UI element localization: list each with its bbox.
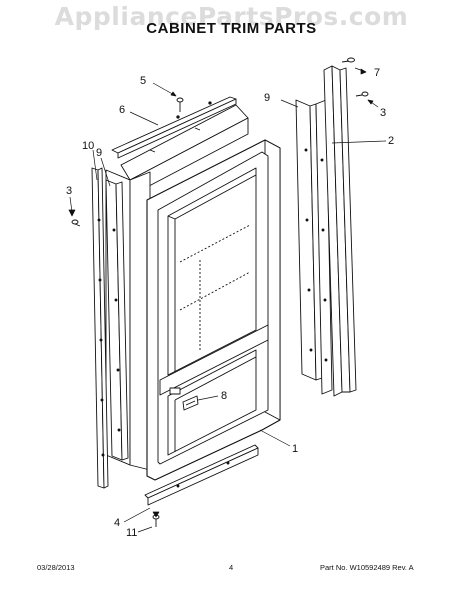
callout-3-right: 3 [380,107,386,119]
diagram-title: CABINET TRIM PARTS [146,20,317,37]
callout-6: 6 [119,104,125,116]
footer-page-number: 4 [229,563,234,572]
left-trim-part-9 [105,179,129,461]
callout-9-left: 9 [96,147,102,159]
right-trim-part-2-inner [315,99,333,395]
screw-part-3-right [355,91,369,97]
footer-part-number: Part No. W10592489 Rev. A [320,563,414,572]
footer-date: 03/28/2013 [37,563,75,572]
callout-11: 11 [126,527,137,539]
callout-7: 7 [374,67,380,79]
watermark: AppliancePartsPros.com [54,2,409,31]
bottom-trim-part-4 [144,444,259,506]
screw-part-7 [341,57,355,63]
callout-10: 10 [82,140,94,152]
callout-5: 5 [140,75,146,87]
bracket-part-8 [182,395,199,411]
callout-4: 4 [114,517,120,529]
callout-3-left: 3 [66,185,72,197]
screw-part-5 [176,97,184,112]
callout-8: 8 [221,390,227,402]
right-trim-part-9 [295,99,323,381]
leader-lines [68,67,387,533]
callout-2: 2 [388,135,394,147]
callout-1: 1 [292,443,298,455]
screw-part-3-left [71,219,81,227]
callout-labels: 1 2 3 3 4 5 6 7 8 9 9 10 11 [66,67,394,539]
door-frame-part-1 [146,139,281,481]
callout-9-right: 9 [264,92,270,104]
left-trim-part-10 [91,167,109,489]
right-trim-part-2 [323,65,357,397]
